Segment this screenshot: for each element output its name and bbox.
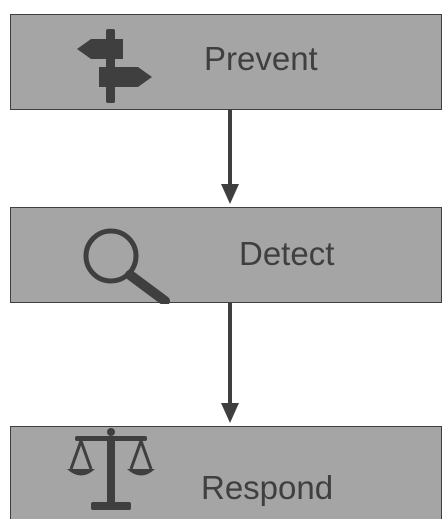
step-prevent: Prevent — [10, 14, 442, 110]
step-label-prevent: Prevent — [204, 40, 318, 77]
magnifier-icon — [83, 228, 170, 304]
arrow-detect-to-respond — [221, 303, 239, 423]
step-detect: Detect — [10, 207, 442, 304]
signpost-icon — [77, 29, 152, 103]
step-label-respond: Respond — [201, 469, 334, 506]
step-respond: Respond — [10, 426, 442, 519]
step-label-detect: Detect — [239, 235, 335, 272]
scales-icon — [67, 428, 155, 510]
arrow-prevent-to-detect — [221, 110, 239, 204]
